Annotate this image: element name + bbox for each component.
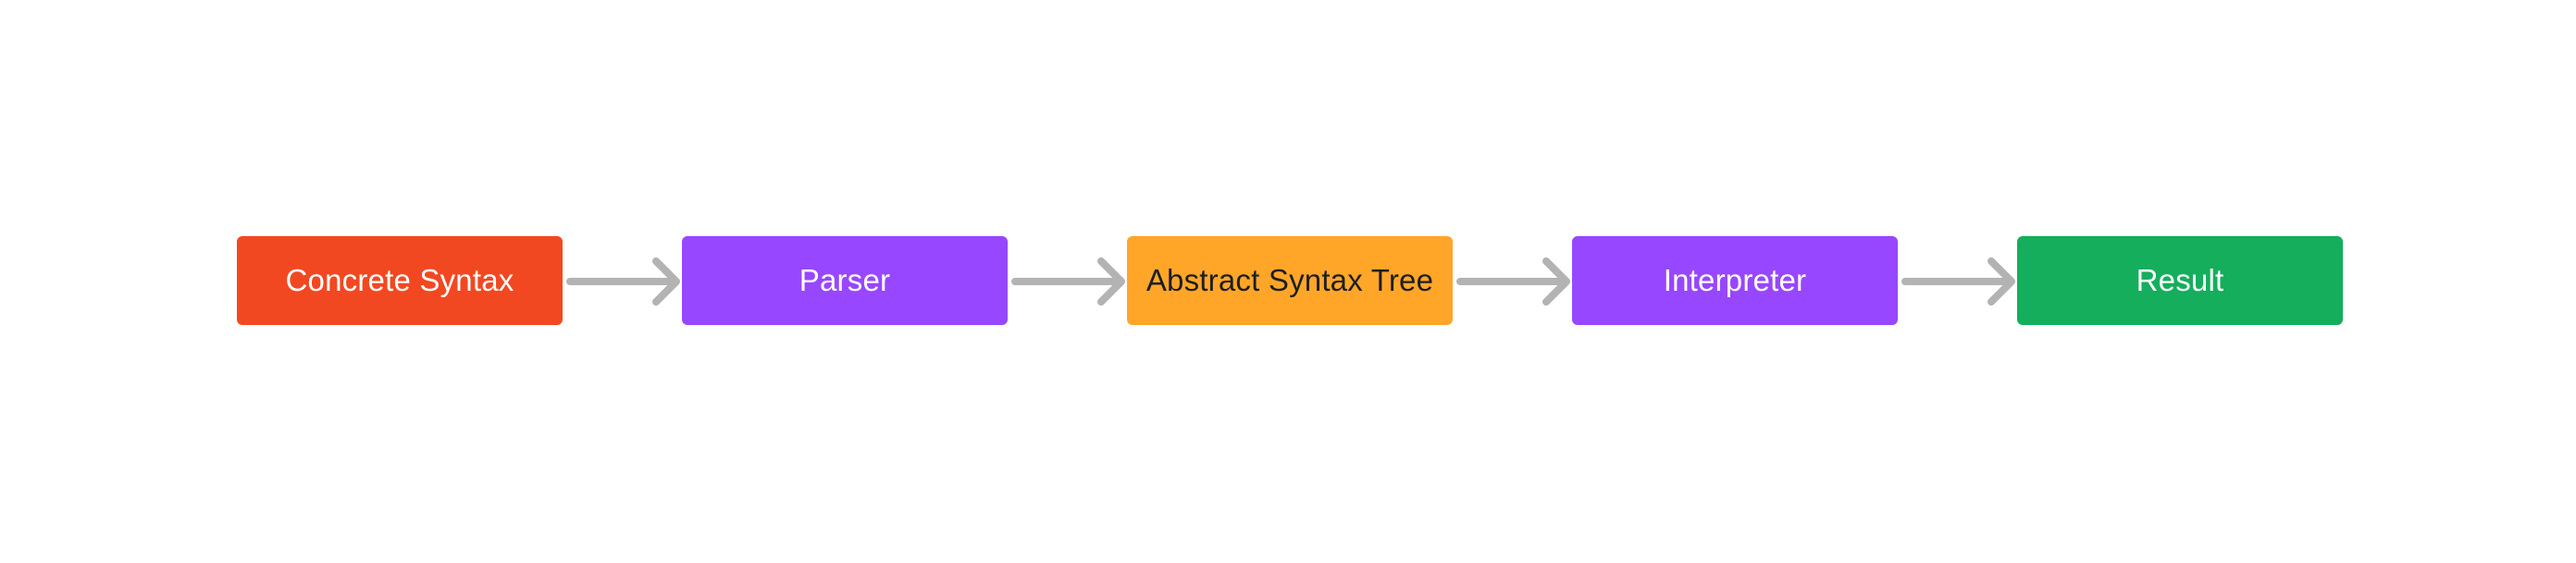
node-label: Abstract Syntax Tree bbox=[1146, 263, 1434, 297]
node-parser[interactable]: Parser bbox=[682, 236, 1008, 325]
node-interpreter[interactable]: Interpreter bbox=[1572, 236, 1898, 325]
node-abstract-syntax-tree[interactable]: Abstract Syntax Tree bbox=[1127, 236, 1453, 325]
arrow-right-icon bbox=[1901, 257, 2015, 306]
node-result[interactable]: Result bbox=[2017, 236, 2343, 325]
node-label: Result bbox=[2136, 263, 2224, 297]
arrow-right-icon bbox=[566, 257, 680, 306]
node-label: Concrete Syntax bbox=[285, 263, 514, 297]
node-label: Parser bbox=[799, 263, 891, 297]
node-concrete-syntax[interactable]: Concrete Syntax bbox=[237, 236, 563, 325]
arrow-right-icon bbox=[1456, 257, 1570, 306]
arrow-right-icon bbox=[1011, 257, 1125, 306]
node-label: Interpreter bbox=[1663, 263, 1807, 297]
